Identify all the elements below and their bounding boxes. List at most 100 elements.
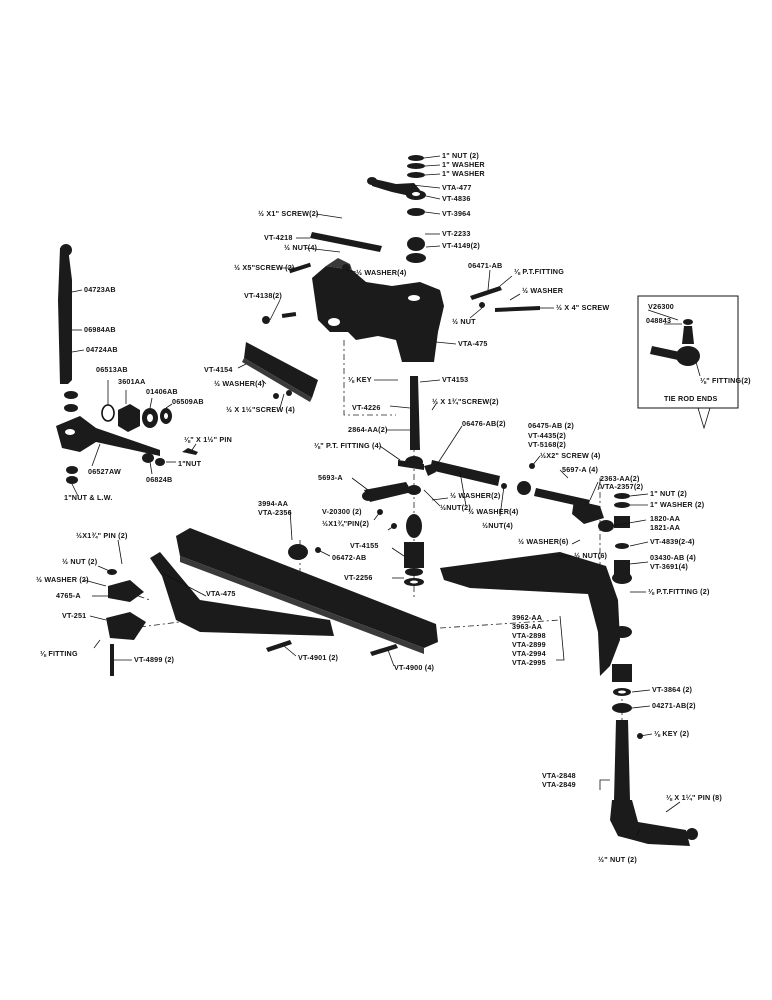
- label-washer-4-mid: ½ WASHER(4): [214, 379, 265, 388]
- label-06984ab: 06984AB: [84, 325, 116, 334]
- label-03430ab: 03430-AB (4): [650, 553, 696, 562]
- label-screw-2-mid: ½ X 1¾"SCREW(2): [432, 397, 499, 406]
- label-pt-fitting-top: ⅛ P.T.FITTING: [514, 267, 564, 276]
- label-nut-6: ½ NUT(6): [574, 551, 608, 560]
- inset-label-fitting: ⅛" FITTING(2): [700, 376, 751, 385]
- left-drag-link: [56, 244, 198, 484]
- label-01406ab: 01406AB: [146, 387, 178, 396]
- center-pivot-assembly: [362, 376, 614, 586]
- axle-beam: [176, 528, 632, 676]
- label-vt4899: VT-4899 (2): [134, 655, 175, 664]
- label-vta475: VTA-475: [458, 339, 488, 348]
- label-1821aa: 1821-AA: [650, 523, 680, 532]
- label-5697a: 5697-A (4): [562, 465, 598, 474]
- label-vta2899: VTA-2899: [512, 640, 546, 649]
- angle-bar: [242, 342, 318, 402]
- label-06513ab: 06513AB: [96, 365, 128, 374]
- label-1820aa: 1820-AA: [650, 514, 680, 523]
- label-nut-half-4: ½ NUT(4): [284, 243, 318, 252]
- label-vt3964-top: VT-3964: [442, 209, 471, 218]
- label-vta2357: VTA-2357(2): [600, 482, 644, 491]
- label-fitting-left: ⅛ FITTING: [40, 649, 78, 658]
- label-vt4149: VT-4149(2): [442, 241, 480, 250]
- radius-rod-assembly: [106, 552, 398, 676]
- label-5693a: 5693-A: [318, 473, 343, 482]
- label-vta2849: VTA-2849: [542, 780, 576, 789]
- label-key-2: ⅛ KEY (2): [654, 729, 690, 738]
- label-04271ab: 04271-AB(2): [652, 701, 696, 710]
- label-screw-half-x1: ½ X1" SCREW(2): [258, 209, 319, 218]
- label-washer-2-left: ½ WASHER (2): [36, 575, 89, 584]
- label-v20300: V-20300 (2): [322, 507, 362, 516]
- label-04724ab: 04724AB: [86, 345, 118, 354]
- leader-lines: [71, 155, 701, 837]
- label-screw-x4: ½ X 4" SCREW: [556, 303, 609, 312]
- label-vt4435: VT-4435(2): [528, 431, 566, 440]
- label-nut-1-2r: 1" NUT (2): [650, 489, 687, 498]
- label-washer-half-4: ½ WASHER(4): [356, 268, 407, 277]
- label-3963aa: 3963-AA: [512, 622, 542, 631]
- label-3994aa: 3994-AA: [258, 499, 288, 508]
- label-vt4138: VT-4138(2): [244, 291, 282, 300]
- label-vta2356: VTA-2356: [258, 508, 292, 517]
- spindle-assembly: [610, 493, 698, 846]
- label-2363aa: 2363-AA(2): [600, 474, 640, 483]
- label-06824b: 06824B: [146, 475, 172, 484]
- label-washer-6: ½ WASHER(6): [518, 537, 569, 546]
- label-washer-right: ½ WASHER: [522, 286, 564, 295]
- label-key-a: ⅛ KEY: [348, 375, 372, 384]
- label-nut-1in: 1"NUT: [178, 459, 202, 468]
- upper-steering-stack: [310, 155, 426, 263]
- label-vt4154: VT-4154: [204, 365, 233, 374]
- label-nut-right: ½ NUT: [452, 317, 476, 326]
- label-vt2233: VT-2233: [442, 229, 471, 238]
- label-vt4153: VT4153: [442, 375, 468, 384]
- label-vt3691: VT-3691(4): [650, 562, 688, 571]
- label-vta477: VTA-477: [442, 183, 472, 192]
- label-vta475-b: VTA-475: [206, 589, 236, 598]
- inset-label-v26300: V26300: [648, 302, 674, 311]
- label-vt2256: VT-2256: [344, 573, 373, 582]
- label-washer-1in-b: 1" WASHER: [442, 169, 485, 178]
- label-washer-4-b: ½ WASHER(4): [468, 507, 519, 516]
- label-vt4226: VT-4226: [352, 403, 381, 412]
- label-vt4839: VT-4839(2-4): [650, 537, 695, 546]
- tie-rod-ends-inset: V26300 048843 ⅛" FITTING(2) TIE ROD ENDS: [637, 295, 751, 430]
- label-vt4836: VT-4836: [442, 194, 471, 203]
- label-vt251: VT-251: [62, 611, 86, 620]
- label-vta2848: VTA-2848: [542, 771, 576, 780]
- label-3601aa: 3601AA: [118, 377, 146, 386]
- label-nut-2-mid: ½NUT(2): [440, 503, 471, 512]
- label-screw-1x1-4: ½ X 1½"SCREW (4): [226, 405, 295, 414]
- label-nut-lw: 1"NUT & L.W.: [64, 493, 113, 502]
- label-washer-2-mid: ½ WASHER(2): [450, 491, 501, 500]
- label-4765a: 4765-A: [56, 591, 81, 600]
- label-pin-1x1: ⅛" X 1½" PIN: [184, 435, 232, 444]
- label-vt4900: VT-4900 (4): [394, 663, 435, 672]
- label-06472ab: 06472-AB: [332, 553, 366, 562]
- inset-label-048843: 048843: [646, 316, 671, 325]
- label-washer-1in-a: 1" WASHER: [442, 160, 485, 169]
- label-screw-x5-2: ½ X5"SCREW (2): [234, 263, 295, 272]
- label-06475ab-right: 06475-AB (2): [528, 421, 574, 430]
- bolster-casting: [262, 258, 540, 362]
- label-vta2898: VTA-2898: [512, 631, 546, 640]
- label-washer-1-2r: 1" WASHER (2): [650, 500, 705, 509]
- label-vt4155: VT-4155: [350, 541, 379, 550]
- label-nut-1in-2-top: 1" NUT (2): [442, 151, 479, 160]
- label-06509ab: 06509AB: [172, 397, 204, 406]
- label-06527aw: 06527AW: [88, 467, 121, 476]
- label-vt3864: VT-3864 (2): [652, 685, 693, 694]
- label-3962aa: 3962-AA: [512, 613, 542, 622]
- label-pin-2-left: ½X1¾" PIN (2): [76, 531, 128, 540]
- label-vt4218: VT-4218: [264, 233, 293, 242]
- label-vt4901: VT-4901 (2): [298, 653, 339, 662]
- label-pt-fitting-2: ⅛ P.T.FITTING (2): [648, 587, 710, 596]
- label-pin-2-b: ½X1¾"PIN(2): [322, 519, 370, 528]
- label-vta2994: VTA-2994: [512, 649, 546, 658]
- label-2864aa: 2864-AA(2): [348, 425, 388, 434]
- label-06471ab: 06471-AB: [468, 261, 502, 270]
- label-vta2995: VTA-2995: [512, 658, 546, 667]
- label-nut-2-bottom: ½" NUT (2): [598, 855, 637, 864]
